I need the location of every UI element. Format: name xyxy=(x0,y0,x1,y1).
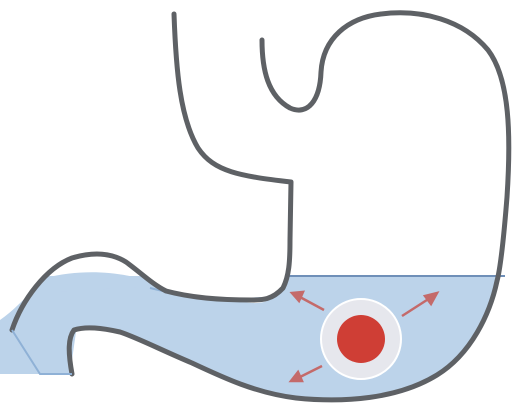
dissolving-tablet xyxy=(337,315,385,363)
fluid-body xyxy=(0,276,517,407)
gastric-fluid xyxy=(0,272,517,407)
